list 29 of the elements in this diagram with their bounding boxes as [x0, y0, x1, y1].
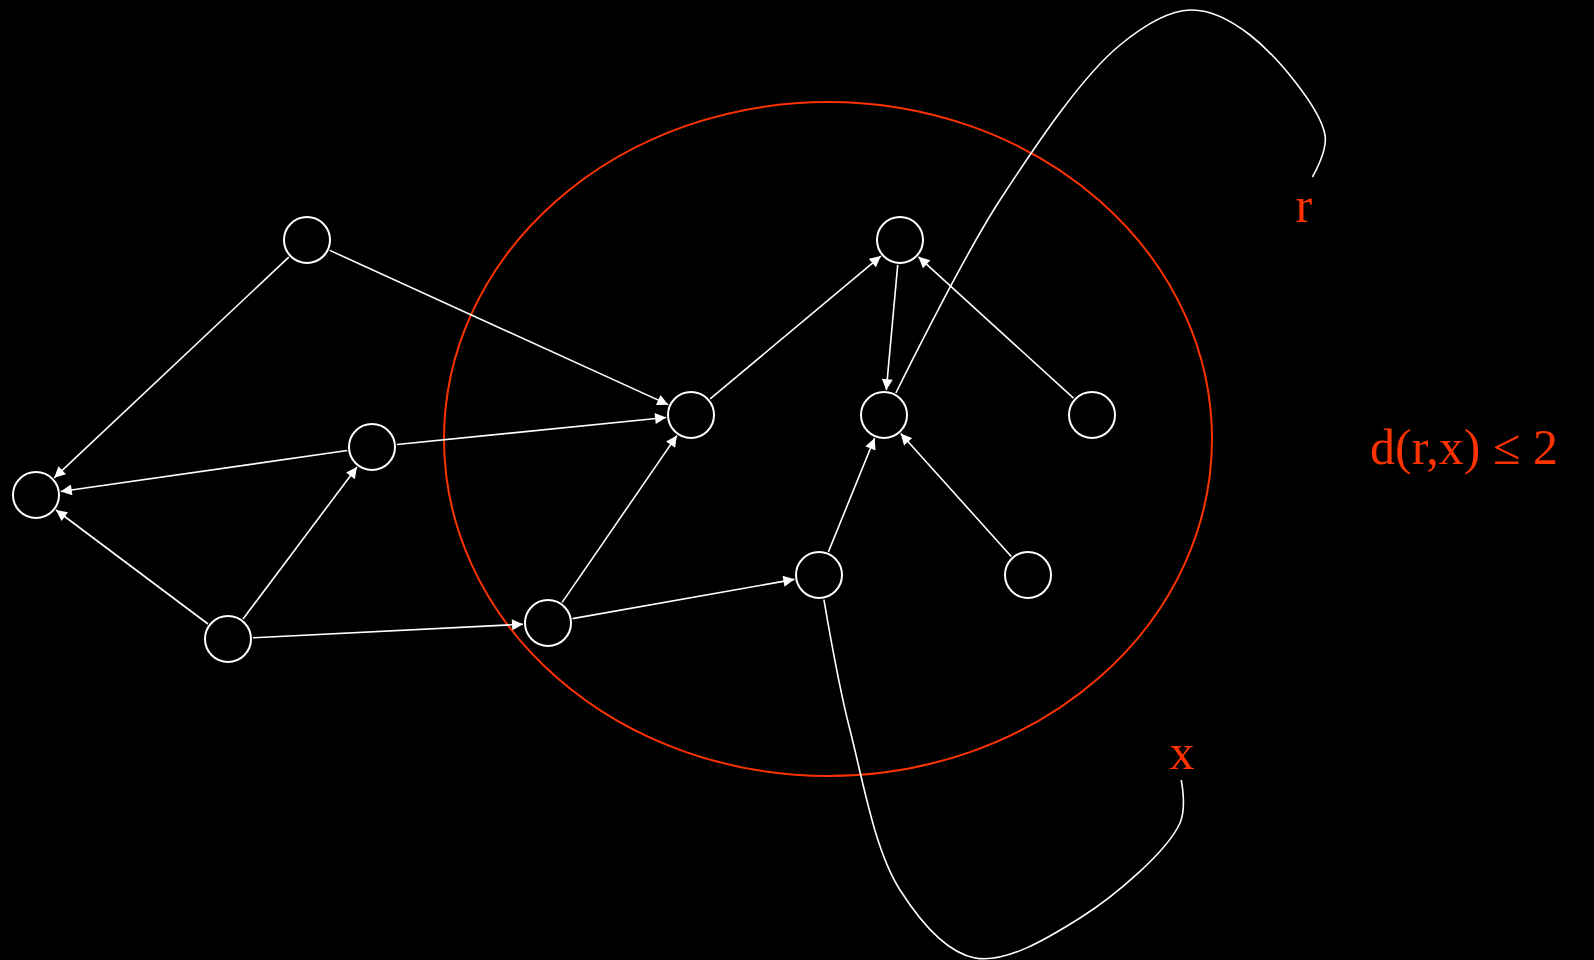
- leader-line: [823, 598, 1185, 960]
- arrow: [53, 256, 290, 479]
- arrow: [396, 413, 667, 446]
- arrow: [242, 466, 358, 620]
- arrow: [827, 437, 876, 553]
- arrow: [881, 264, 899, 391]
- graph-node-circle: [1068, 391, 1116, 439]
- arrow: [899, 432, 1013, 558]
- arrow: [55, 509, 209, 625]
- node-label: x: [1169, 727, 1195, 777]
- graph-node-circle: [348, 423, 396, 471]
- arrow: [59, 449, 349, 496]
- graph-node-circle: [524, 599, 572, 647]
- arrow: [917, 256, 1075, 399]
- arrow: [252, 619, 524, 639]
- graph-node-circle: [204, 615, 252, 663]
- graph-node-circle: [795, 551, 843, 599]
- node-label: r: [1295, 180, 1313, 230]
- arrow: [328, 249, 670, 406]
- leader-line: [895, 9, 1327, 394]
- arrow: [561, 434, 678, 604]
- arrow: [571, 575, 796, 620]
- arrow: [709, 255, 882, 400]
- graph-node-circle: [667, 391, 715, 439]
- graph-node-circle: [1004, 551, 1052, 599]
- graph-node-circle: [876, 216, 924, 264]
- graph-node-circle: [860, 391, 908, 439]
- graph-node-circle: [283, 216, 331, 264]
- graph-node-circle: [12, 471, 60, 519]
